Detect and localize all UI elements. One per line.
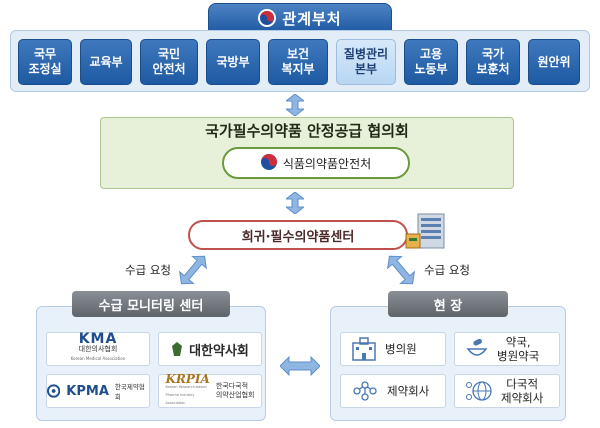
ministry-item: 원안위 <box>528 39 580 85</box>
pharmacy-icon <box>466 338 488 356</box>
krpia-sub: Korean Research-based Pharma Industry As… <box>165 385 207 405</box>
kpma-logo: KPMA <box>66 383 109 399</box>
ministry-item: 국가 보훈처 <box>466 39 520 85</box>
kpa-card: 대한약사회 <box>158 332 262 366</box>
field-item-pharmacy: 약국, 병원약국 <box>454 332 560 366</box>
krpia-logo: KRPIA <box>165 372 210 386</box>
building-icon <box>405 213 445 249</box>
kpma-emblem-icon <box>47 384 61 398</box>
field-label-hospital: 병의원 <box>385 342 417 356</box>
taegeuk-emblem-icon <box>258 9 277 27</box>
double-arrow-vertical-icon <box>286 192 304 214</box>
left-request-label: 수급 요청 <box>125 263 171 277</box>
right-request-label: 수급 요청 <box>424 263 470 277</box>
kma-sub: Korean Medical Association <box>70 356 126 361</box>
ministry-item: 질병관리 본부 <box>336 39 396 85</box>
ministry-item: 보건 복지부 <box>268 39 328 85</box>
ministry-item: 교육부 <box>80 39 132 85</box>
kma-card: KMA 대한의사협회 Korean Medical Association <box>46 332 150 366</box>
double-arrow-vertical-icon <box>286 94 304 116</box>
molecule-icon <box>353 381 377 401</box>
header-title: 관계부처 <box>282 9 342 28</box>
field-label-pharmacy: 약국, 병원약국 <box>497 335 540 363</box>
field-title: 현 장 <box>388 291 508 317</box>
field-item-multinational-pharma: 다국적 제약회사 <box>454 374 560 408</box>
globe-molecule-icon <box>466 381 492 401</box>
ministry-item: 국무 조정실 <box>18 39 72 85</box>
kpma-name: 한국제약협회 <box>114 383 145 401</box>
double-arrow-diagonal-icon <box>178 255 208 285</box>
hospital-icon <box>352 337 376 361</box>
double-arrow-horizontal-icon <box>280 356 320 376</box>
ministry-item: 고용 노동부 <box>404 39 458 85</box>
kpa-logo: 대한약사회 <box>189 343 249 359</box>
mfds-badge: 식품의약품안전처 <box>222 147 410 179</box>
council-title: 국가필수의약품 안정공급 협의회 <box>205 122 409 140</box>
krpia-name: 한국다국적 의약산업협회 <box>215 382 255 399</box>
field-item-hospital: 병의원 <box>340 332 446 366</box>
rare-essential-drug-center: 희귀·필수의약품센터 <box>188 220 408 250</box>
ministry-item: 국민 안전처 <box>140 39 198 85</box>
taegeuk-emblem-icon <box>260 153 277 173</box>
kma-logo: KMA <box>78 331 118 347</box>
field-item-pharma-company: 제약회사 <box>340 374 446 408</box>
double-arrow-diagonal-icon <box>386 255 416 285</box>
monitoring-title: 수급 모니터링 센터 <box>72 291 230 317</box>
pharmacist-association-emblem-icon <box>172 342 183 356</box>
center-label: 희귀·필수의약품센터 <box>241 229 355 245</box>
field-label-pharma-company: 제약회사 <box>387 384 430 398</box>
council-chair: 식품의약품안전처 <box>282 156 372 171</box>
related-ministries-header: 관계부처 <box>208 3 392 33</box>
krpia-card: KRPIA Korean Research-based Pharma Indus… <box>158 372 262 408</box>
kpma-card: KPMA 한국제약협회 <box>46 374 150 408</box>
kma-name: 대한의사협회 <box>78 345 118 353</box>
ministry-item: 국방부 <box>206 39 260 85</box>
field-label-multinational-pharma: 다국적 제약회사 <box>501 377 544 405</box>
